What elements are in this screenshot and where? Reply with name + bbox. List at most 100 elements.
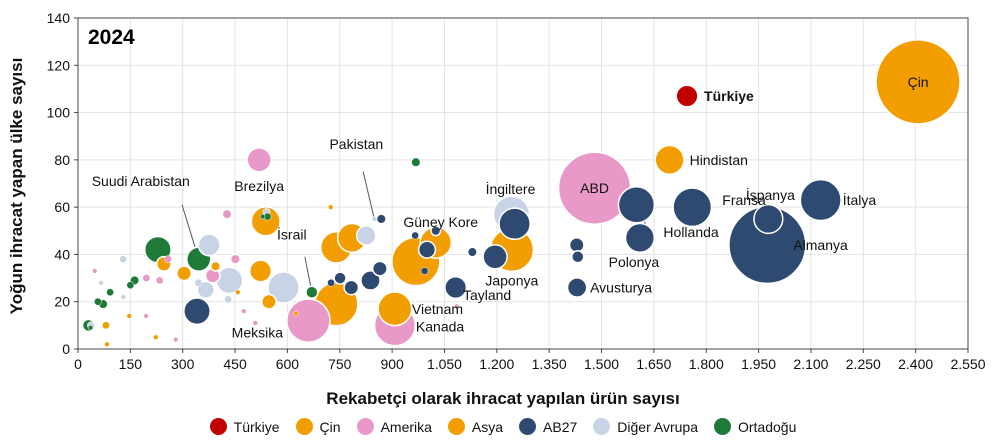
bubble-eu [753, 203, 784, 235]
bubble-eu [566, 277, 588, 298]
point-label: İtalya [843, 191, 877, 208]
bubble-eu [568, 237, 585, 253]
legend-item: Ortadoğu [713, 418, 796, 435]
bubble-oe [355, 225, 377, 246]
bubble-as [260, 293, 277, 310]
legend-swatch [519, 418, 537, 435]
point-label: İspanya [746, 186, 795, 203]
y-tick-label: 40 [54, 246, 70, 262]
bubble-eu [498, 207, 531, 241]
bubble-as [250, 206, 281, 237]
point-label: Türkiye [704, 88, 754, 104]
bubble-eu [672, 187, 713, 228]
point-label: ABD [580, 180, 609, 196]
y-tick-label: 0 [62, 341, 70, 357]
bubble-am [164, 255, 172, 264]
legend-swatch [209, 418, 227, 435]
x-tick-label: 2.100 [793, 356, 828, 372]
bubble-me [410, 156, 422, 168]
point-label: Tayland [463, 287, 511, 303]
legend-label: Diğer Avrupa [617, 418, 698, 435]
bubble-eu [417, 240, 437, 259]
x-tick-label: 600 [276, 356, 300, 372]
bubble-eu [420, 267, 429, 275]
bubble-eu [571, 250, 585, 264]
legend-item: Asya [447, 418, 503, 435]
y-axis-title: Yoğun ihracat yapan ülke sayısı [7, 57, 26, 315]
bubble-eu [482, 244, 508, 270]
bubble-as [176, 265, 193, 282]
bubble-me [94, 297, 102, 306]
bubble-eu [333, 271, 347, 285]
bubble-am [221, 208, 233, 220]
bubble-eu [444, 275, 468, 300]
point-label: Polonya [609, 254, 660, 270]
x-tick-label: 900 [380, 356, 404, 372]
bubble-eu [430, 225, 442, 237]
bubble-me [305, 285, 319, 300]
legend-swatch [447, 418, 465, 435]
point-label: Vietnam [412, 301, 463, 317]
bubble-me [126, 281, 135, 290]
point-label: Hindistan [690, 152, 748, 168]
x-tick-label: 2.400 [898, 356, 933, 372]
legend-item: AB27 [519, 418, 577, 435]
bubble-as [377, 291, 413, 327]
legend-item: Çin [295, 418, 341, 435]
point-label: Pakistan [329, 136, 383, 152]
bubble-me [259, 213, 266, 220]
bubble-oe [98, 280, 104, 286]
bubble-oe [120, 294, 127, 300]
legend-swatch [593, 418, 611, 435]
bubble-am [92, 268, 98, 274]
plot-frame [77, 17, 969, 350]
x-tick-label: 1.800 [689, 356, 724, 372]
point-label: Almanya [793, 237, 848, 253]
bubble-eu [371, 260, 388, 277]
bubble-eu [375, 213, 387, 225]
legend-item: Amerika [356, 418, 432, 435]
y-tick-label: 80 [54, 152, 70, 168]
x-tick-label: 1.050 [427, 356, 462, 372]
bubble-eu [360, 270, 381, 291]
bubble-am [454, 303, 460, 310]
x-tick-label: 1.950 [741, 356, 776, 372]
y-tick-label: 20 [54, 294, 70, 310]
legend-swatch [295, 418, 313, 435]
x-tick-label: 750 [328, 356, 352, 372]
legend-item: Diğer Avrupa [593, 418, 698, 435]
bubble-as [248, 259, 273, 283]
x-tick-label: 1.200 [479, 356, 514, 372]
bubble-eu [411, 231, 420, 240]
y-tick-label: 60 [54, 199, 70, 215]
bubble-eu [327, 278, 335, 287]
point-label: Meksika [232, 325, 284, 341]
bubble-am [241, 308, 247, 314]
point-label: Suudi Arabistan [92, 173, 190, 189]
legend-label: Amerika [380, 418, 432, 435]
point-label: İngiltere [486, 180, 536, 197]
legend-swatch [713, 418, 731, 435]
x-tick-label: 450 [223, 356, 247, 372]
bubble-as [153, 334, 159, 340]
bubble-am [142, 274, 151, 282]
bubble-oe [371, 216, 377, 222]
bubble-oe [196, 280, 215, 300]
bubble-oe [215, 266, 244, 295]
point-label: İsrail [277, 225, 307, 242]
x-tick-label: 1.650 [636, 356, 671, 372]
x-tick-label: 2.250 [846, 356, 881, 372]
leader-line [362, 171, 375, 220]
y-axis-title-wrap: Yoğun ihracat yapan ülke sayısı [4, 18, 30, 354]
point-label: Hollanda [663, 224, 718, 240]
x-tick-label: 2.550 [950, 356, 985, 372]
point-label: Fransa [722, 192, 766, 208]
point-label: Kanada [416, 318, 464, 334]
bubble-am [173, 336, 179, 343]
bubble-oe [119, 255, 127, 264]
bubble-eu [466, 246, 478, 258]
bubble-tr [675, 84, 699, 108]
